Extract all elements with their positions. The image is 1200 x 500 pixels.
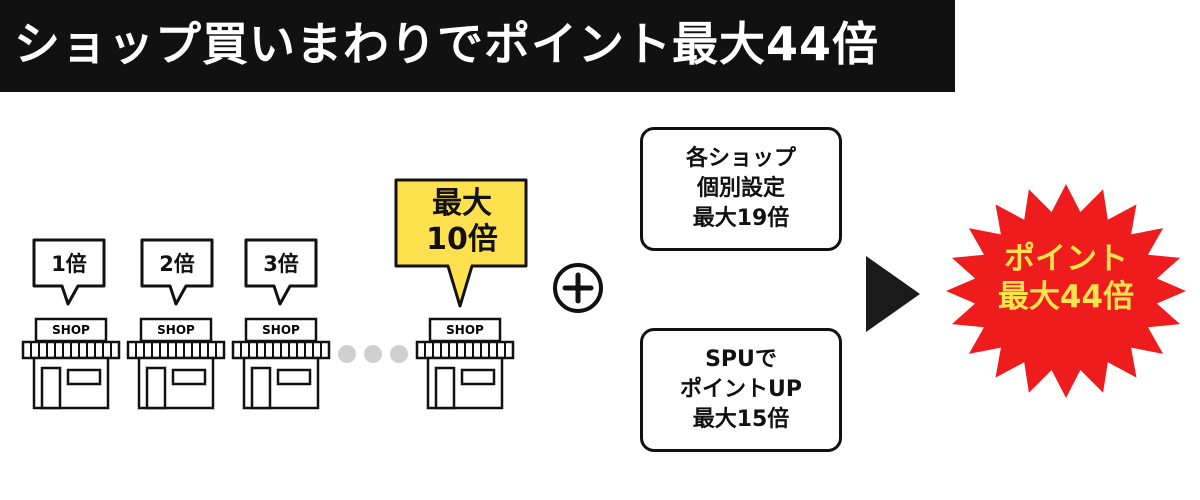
speech-bubble-icon bbox=[32, 238, 106, 306]
ellipsis-dot bbox=[364, 345, 382, 363]
shop-label: SHOP bbox=[157, 323, 195, 337]
title-bar: ショップ買いまわりでポイント最大44倍 bbox=[0, 0, 955, 92]
multiplier-bubble-2: 2倍 bbox=[140, 238, 214, 308]
speech-bubble-icon bbox=[244, 238, 318, 306]
shop-label: SHOP bbox=[262, 323, 300, 337]
arrow-right-icon bbox=[866, 256, 920, 332]
multiplier-label: 2倍 bbox=[159, 252, 195, 276]
multiplier-bubble-3: 3倍 bbox=[244, 238, 318, 308]
speech-bubble-icon bbox=[394, 178, 528, 308]
box-line: ポイントUP bbox=[680, 377, 802, 402]
result-line1: ポイント bbox=[1004, 241, 1128, 277]
box-line: 個別設定 bbox=[696, 176, 785, 201]
spu-box: SPUで ポイントUP 最大15倍 bbox=[640, 328, 842, 452]
speech-bubble-icon bbox=[140, 238, 214, 306]
max-multiplier-bubble: 最大 10倍 bbox=[394, 178, 530, 310]
multiplier-bubble-1: 1倍 bbox=[32, 238, 106, 308]
result-line2: 最大44倍 bbox=[997, 279, 1135, 315]
box-line: SPUで bbox=[705, 347, 777, 372]
ellipsis-dot bbox=[338, 345, 356, 363]
shop-label: SHOP bbox=[446, 323, 484, 337]
shop-icon bbox=[126, 317, 226, 410]
shop-icon bbox=[415, 317, 515, 410]
result-text: ポイント 最大44倍 bbox=[944, 240, 1188, 316]
shop-icon bbox=[21, 317, 121, 410]
shop-4: SHOP bbox=[415, 317, 515, 410]
shop-1: SHOP bbox=[21, 317, 121, 410]
max-label-line1: 最大 bbox=[432, 186, 492, 221]
box-line: 最大15倍 bbox=[692, 407, 790, 432]
starburst-icon bbox=[946, 184, 1186, 398]
shop-3: SHOP bbox=[231, 317, 331, 410]
plus-icon bbox=[553, 263, 603, 313]
shop-icon bbox=[231, 317, 331, 410]
shop-label: SHOP bbox=[52, 323, 90, 337]
box-line: 最大19倍 bbox=[692, 206, 790, 231]
max-label-line2: 10倍 bbox=[426, 222, 498, 257]
shop-setting-box: 各ショップ 個別設定 最大19倍 bbox=[640, 127, 842, 251]
multiplier-label: 1倍 bbox=[51, 252, 87, 276]
page-title: ショップ買いまわりでポイント最大44倍 bbox=[14, 17, 880, 71]
multiplier-label: 3倍 bbox=[263, 252, 299, 276]
shop-2: SHOP bbox=[126, 317, 226, 410]
ellipsis-dot bbox=[390, 345, 408, 363]
box-line: 各ショップ bbox=[685, 146, 796, 171]
